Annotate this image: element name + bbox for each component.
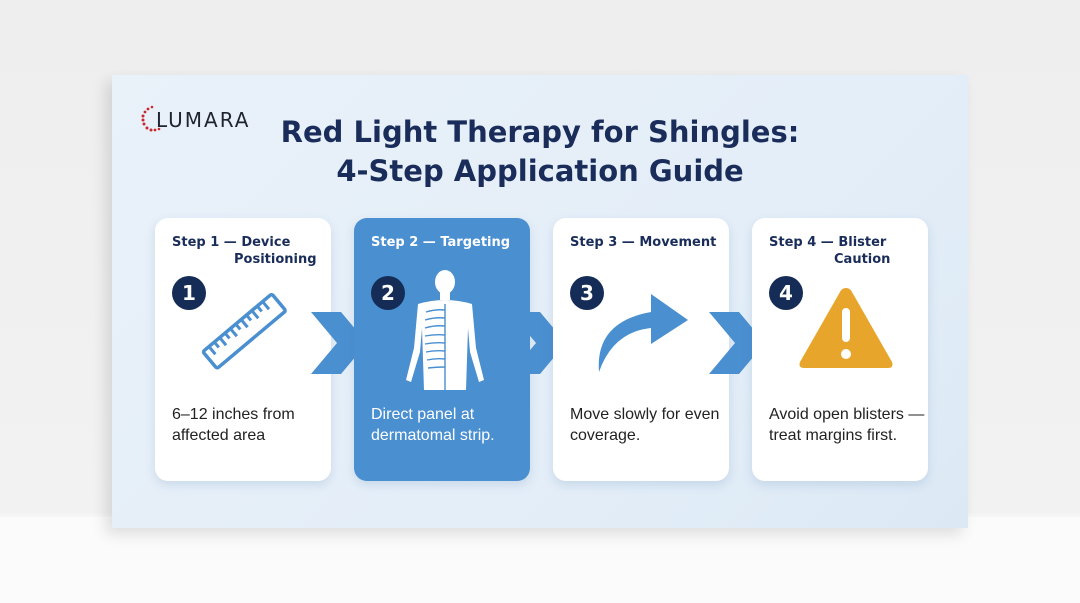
wall-ledge (0, 517, 1080, 603)
chevron-right-icon (311, 312, 367, 374)
step-number-badge: 2 (371, 276, 405, 310)
step-title: Step 1 — Device Positioning (172, 235, 317, 267)
title-line-1: Red Light Therapy for Shingles: (280, 115, 800, 149)
step-description: Direct panel at dermatomal strip. (371, 406, 495, 444)
step-description: Move slowly for even coverage. (570, 406, 720, 444)
ruler-icon (201, 292, 287, 370)
human-body-dermatome-icon (406, 270, 484, 390)
brand-logo: LUMARA (138, 103, 251, 137)
chevron-right-icon (709, 312, 765, 374)
page-title: Red Light Therapy for Shingles: 4-Step A… (112, 113, 968, 191)
infographic-poster: LUMARA Red Light Therapy for Shingles: 4… (112, 75, 968, 528)
warning-triangle-icon (799, 288, 893, 368)
curved-arrow-icon (598, 294, 688, 372)
step-card-2: Step 2 — Targeting 2 Direct panel at der… (354, 218, 530, 481)
step-title: Step 2 — Targeting (371, 235, 511, 250)
step-title: Step 3 — Movement (570, 235, 717, 250)
step-description: 6–12 inches from affected area (172, 406, 295, 444)
step-title: Step 4 — Blister Caution (769, 235, 891, 267)
chevron-right-icon (510, 312, 566, 374)
step-card-4: Step 4 — Blister Caution 4 Avoid open bl… (752, 218, 928, 481)
step-number-badge: 4 (769, 276, 803, 310)
dotted-arc-icon (141, 105, 161, 132)
logo-text: LUMARA (156, 108, 251, 132)
step-number-badge: 3 (570, 276, 604, 310)
step-card-3: Step 3 — Movement 3 Move slowly for even… (553, 218, 729, 481)
step-description: Avoid open blisters — treat margins firs… (769, 406, 925, 444)
title-line-2: 4-Step Application Guide (336, 154, 744, 188)
step-card-1: Step 1 — Device Positioning 1 6–12 inche… (155, 218, 331, 481)
step-number-badge: 1 (172, 276, 206, 310)
